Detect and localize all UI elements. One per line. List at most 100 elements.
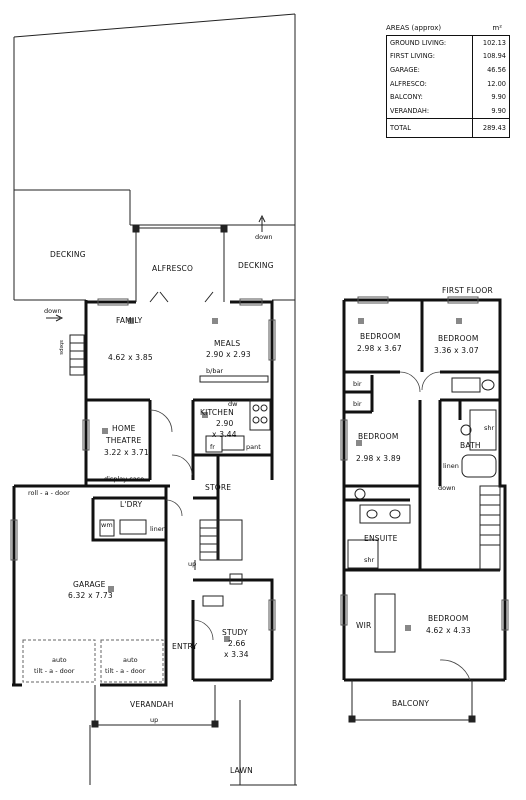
door-swings <box>149 371 471 681</box>
wir-label: WIR <box>356 621 371 630</box>
linen-label: linen <box>150 525 166 533</box>
auto-door-1-label: auto <box>52 656 67 664</box>
auto-door-1-sub: tilt - a - door <box>34 667 75 675</box>
down-first-label: down <box>438 484 456 492</box>
ground-windows <box>10 298 276 631</box>
total-value: 289.43 <box>472 117 510 138</box>
store-label: STORE <box>205 483 231 492</box>
meals-label: MEALS <box>214 339 240 348</box>
family-dim: 4.62 x 3.85 <box>108 353 153 362</box>
bbar-label: b/bar <box>206 367 223 375</box>
areas-row: GARAGE: 46.56 <box>387 63 510 77</box>
master-label: BEDROOM <box>428 614 469 623</box>
steps-label: steps <box>58 340 64 355</box>
dw-label: dw <box>228 400 238 408</box>
bath-label: BATH <box>460 441 481 450</box>
balcony-area <box>348 680 476 723</box>
kitchen-label: KITCHEN <box>200 408 234 417</box>
area-value: 9.90 <box>472 90 510 104</box>
shr-bath-label: shr <box>484 424 495 432</box>
study-fixtures <box>202 595 224 607</box>
study-dim2: x 3.34 <box>224 650 249 659</box>
bed2-dim: 3.36 x 3.07 <box>434 346 479 355</box>
alfresco-area <box>132 225 228 303</box>
down-left-label: down <box>44 307 62 315</box>
bir1-label: bir <box>353 380 362 388</box>
shr-ensuite-label: shr <box>364 556 375 564</box>
lawn-label: LAWN <box>230 766 253 775</box>
bed2-label: BEDROOM <box>438 334 479 343</box>
area-value: 46.56 <box>472 63 510 77</box>
first-floor-fixtures <box>347 377 501 653</box>
study-dim: 2.66 <box>228 639 246 648</box>
wm-label: wm <box>101 521 113 529</box>
first-floor-title: FIRST FLOOR <box>442 286 493 295</box>
decking-right-label: DECKING <box>238 261 274 270</box>
alfresco-label: ALFRESCO <box>152 264 193 273</box>
meals-dim: 2.90 x 2.93 <box>206 350 251 359</box>
up-stair-label: up <box>188 560 196 568</box>
fridge-label: fr <box>210 443 215 451</box>
verandah-label: VERANDAH <box>130 700 174 709</box>
area-value: 102.13 <box>472 35 510 50</box>
up-verandah-label: up <box>150 716 158 724</box>
entry-label: ENTRY <box>172 642 197 651</box>
ensuite-label: ENSUITE <box>364 534 398 543</box>
garage-dim: 6.32 x 7.73 <box>68 591 113 600</box>
down-top-label: down <box>255 233 273 241</box>
areas-header-unit: m² <box>492 24 502 32</box>
area-value: 12.00 <box>472 76 510 91</box>
verandah-area <box>91 685 219 728</box>
kitchen-fixtures <box>99 375 271 585</box>
area-label: GARAGE: <box>390 65 420 74</box>
garage-front-doors <box>22 639 164 683</box>
areas-table: AREAS (approx) m² GROUND LIVING: 102.13 F… <box>386 24 510 138</box>
areas-row: BALCONY: 9.90 <box>387 90 510 104</box>
theatre-label: THEATRE <box>105 436 142 445</box>
home-label: HOME <box>112 424 136 433</box>
display-case-label: display case <box>104 475 144 483</box>
theatre-dim: 3.22 x 3.71 <box>104 448 149 457</box>
area-label: GROUND LIVING: <box>390 38 447 47</box>
bed3-label: BEDROOM <box>358 432 399 441</box>
auto-door-2-sub: tilt - a - door <box>105 667 146 675</box>
area-label: ALFRESCO: <box>390 79 427 88</box>
area-label: BALCONY: <box>390 93 423 102</box>
pantry-label: pant <box>246 443 261 451</box>
areas-row: VERANDAH: 9.90 <box>387 103 510 119</box>
family-label: FAMILY <box>116 316 143 325</box>
areas-grid: GROUND LIVING: 102.13 FIRST LIVING: 108.94… <box>386 35 510 138</box>
laundry-label: L'DRY <box>120 500 143 509</box>
decking-left-label: DECKING <box>50 250 86 259</box>
balcony-label: BALCONY <box>392 699 429 708</box>
areas-header: AREAS (approx) m² <box>386 24 510 35</box>
bed1-dim: 2.98 x 3.67 <box>357 344 402 353</box>
area-value: 9.90 <box>472 103 510 119</box>
areas-row: FIRST LIVING: 108.94 <box>387 49 510 64</box>
bed3-dim: 2.98 x 3.89 <box>356 454 401 463</box>
site-boundary <box>13 13 297 786</box>
study-label: STUDY <box>222 628 248 637</box>
areas-header-label: AREAS (approx) <box>386 24 442 32</box>
first-windows <box>340 296 509 631</box>
area-label: FIRST LIVING: <box>390 52 435 61</box>
ground-stairs <box>69 334 243 561</box>
direction-arrows <box>46 214 266 570</box>
kitchen-dim2: x 3.44 <box>212 430 237 439</box>
auto-door-2-label: auto <box>123 656 138 664</box>
garage-label: GARAGE <box>73 580 106 589</box>
total-label: TOTAL <box>386 117 473 138</box>
area-label: VERANDAH: <box>390 106 430 115</box>
light-points <box>102 318 462 642</box>
master-dim: 4.62 x 4.33 <box>426 626 471 635</box>
areas-row: GROUND LIVING: 102.13 <box>387 35 510 50</box>
bed1-label: BEDROOM <box>360 332 401 341</box>
kitchen-dim1: 2.90 <box>216 419 234 428</box>
areas-row: ALFRESCO: 12.00 <box>387 76 510 91</box>
area-value: 108.94 <box>472 49 510 64</box>
roll-door-label: roll - a - door <box>28 489 70 497</box>
bir2-label: bir <box>353 400 362 408</box>
linen-first-label: linen <box>443 462 459 470</box>
